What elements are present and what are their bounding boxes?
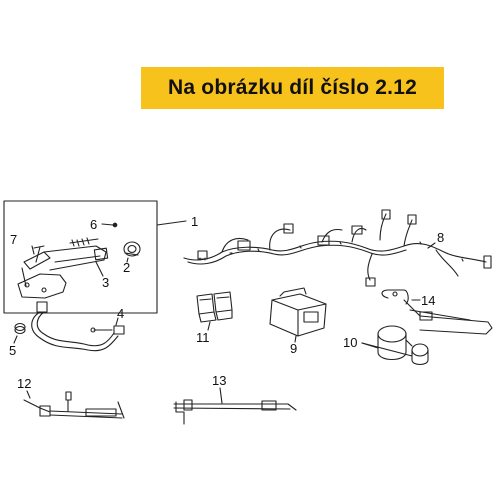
callout-10: 10 (343, 335, 357, 350)
callout-6: 6 (90, 217, 97, 232)
callout-leader-13 (219, 387, 223, 404)
callout-5: 5 (9, 343, 16, 358)
callout-leader-1 (156, 220, 187, 226)
callout-4: 4 (117, 306, 124, 321)
part-1-group-frame (3, 200, 158, 314)
part-number-banner: Na obrázku díl číslo 2.12 (141, 67, 444, 109)
callout-leader-10b (361, 342, 413, 357)
fuse-holder (196, 291, 233, 323)
grommet-5 (14, 322, 26, 335)
callout-leader-5 (13, 335, 18, 344)
callout-1: 1 (191, 214, 198, 229)
callout-9: 9 (290, 341, 297, 356)
callout-leader-9 (294, 335, 297, 343)
callout-leader-11 (207, 321, 211, 331)
callout-12: 12 (17, 376, 31, 391)
callout-leader-12 (26, 390, 31, 399)
callout-leader-3 (95, 261, 104, 277)
cable-with-plug (31, 301, 125, 352)
callout-13: 13 (212, 373, 226, 388)
callout-leader-2 (126, 257, 129, 263)
screw-small (101, 222, 118, 228)
cable-13 (173, 399, 297, 425)
relay-module (269, 287, 327, 337)
coil-harness-14 (381, 289, 493, 335)
ignition-switch-assembly (17, 237, 109, 299)
callout-8: 8 (437, 230, 444, 245)
ignition-coil-10 (377, 325, 429, 366)
switch-cap (123, 241, 141, 257)
callout-7: 7 (10, 232, 17, 247)
callout-leader-8 (427, 242, 436, 249)
main-wiring-harness (183, 209, 492, 287)
callout-3: 3 (102, 275, 109, 290)
callout-leader-7 (31, 245, 35, 255)
callout-11: 11 (196, 330, 210, 345)
callout-14: 14 (421, 293, 435, 308)
cable-12 (23, 391, 125, 419)
callout-2: 2 (123, 260, 130, 275)
callout-leader-4 (115, 317, 119, 326)
